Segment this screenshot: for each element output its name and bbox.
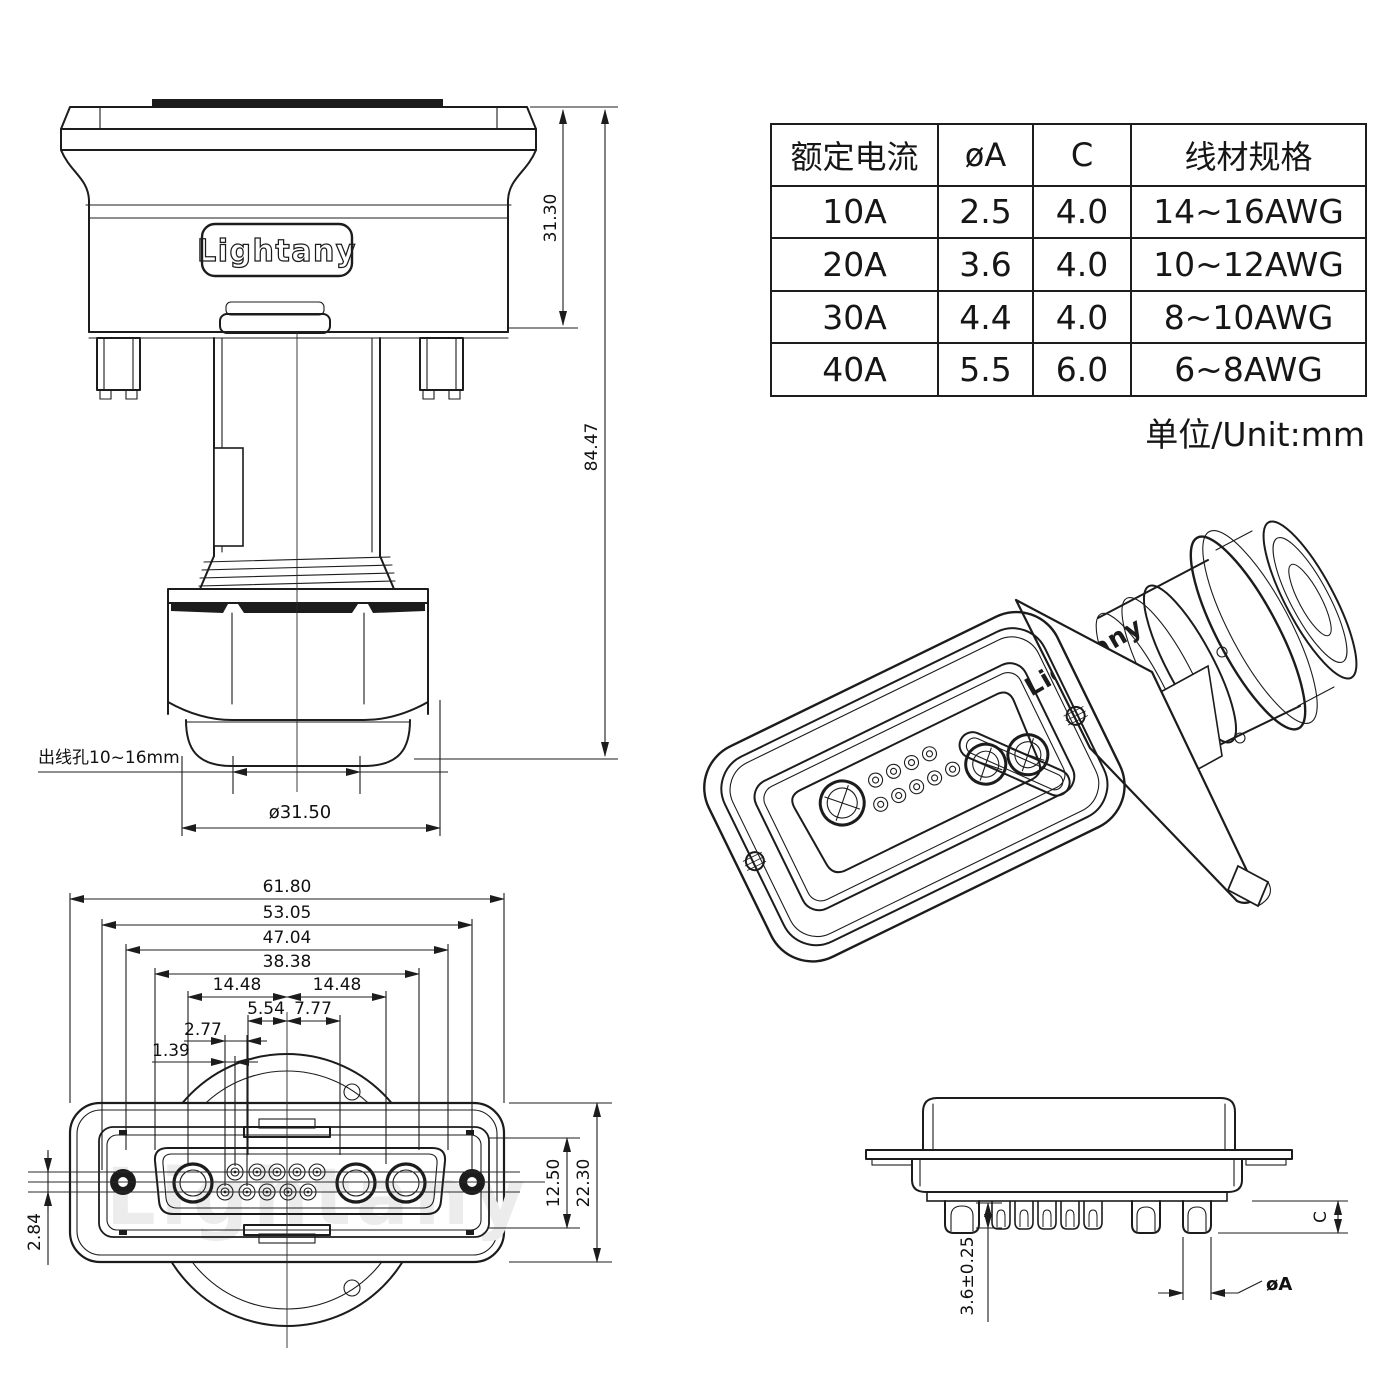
cell-wire: 14~16AWG xyxy=(1130,184,1367,240)
cell-current: 20A xyxy=(770,237,939,292)
dim-gland-diameter: ø31.50 xyxy=(269,802,332,823)
isometric-view: Lightany xyxy=(703,520,1358,963)
cell-wire: 8~10AWG xyxy=(1130,289,1367,345)
cell-wire: 10~12AWG xyxy=(1130,237,1367,292)
col-header-c: C xyxy=(1032,123,1132,187)
table-row: 10A 2.5 4.0 14~16AWG xyxy=(770,184,1367,240)
dim-p277: 2.77 xyxy=(184,1020,222,1040)
cell-current: 10A xyxy=(770,184,939,240)
dim-body-height: 22.30 xyxy=(574,1159,594,1208)
col-header-rated-current: 额定电流 xyxy=(770,123,939,187)
large-contacts xyxy=(172,1162,427,1204)
dim-p554: 5.54 xyxy=(247,999,285,1019)
dim-tail-depth: 3.6±0.25 xyxy=(958,1236,978,1315)
side-view: C øA 3.6±0.25 xyxy=(865,1097,1348,1322)
cell-dia: 3.6 xyxy=(937,237,1034,292)
iso-front-face xyxy=(703,610,1126,963)
iso-small-contacts xyxy=(868,746,961,812)
table-row: 30A 4.4 4.0 8~10AWG xyxy=(770,289,1367,345)
cell-c: 6.0 xyxy=(1032,342,1132,397)
dim-p139: 1.39 xyxy=(152,1041,190,1061)
cell-c: 4.0 xyxy=(1032,184,1132,240)
dim-cup-depth: C xyxy=(1311,1211,1331,1223)
dim-w3: 47.04 xyxy=(263,928,312,948)
dim-w4: 38.38 xyxy=(263,952,312,972)
elevation-dimensions: 31.30 84.47 出线孔10~16mm ø31.50 xyxy=(38,106,618,836)
unit-note: 单位/Unit:mm xyxy=(1145,415,1365,454)
cell-wire: 6~8AWG xyxy=(1130,342,1367,397)
dim-pitch-right: 14.48 xyxy=(313,975,362,995)
logo-text: Lightany xyxy=(197,234,357,269)
dim-p777: 7.77 xyxy=(294,999,332,1019)
dim-row-stagger: 2.84 xyxy=(25,1213,45,1251)
cell-c: 4.0 xyxy=(1032,237,1132,292)
mounting-feet xyxy=(96,337,464,400)
dim-pitch-left: 14.48 xyxy=(213,975,262,995)
cable-hole-label: 出线孔10~16mm xyxy=(38,748,180,768)
spec-table-header-row: 额定电流 øA C 线材规格 xyxy=(770,123,1367,187)
col-header-dia-a: øA xyxy=(937,123,1034,187)
logo-plate xyxy=(200,222,354,278)
front-view-dimensions: 61.80 53.05 47.04 38.38 14.48 14.48 5.5 xyxy=(25,877,612,1265)
cell-c: 4.0 xyxy=(1032,289,1132,345)
dim-w2: 53.05 xyxy=(263,903,312,923)
dim-upper-height: 31.30 xyxy=(541,194,561,243)
cell-dia: 2.5 xyxy=(937,184,1034,240)
cell-current: 30A xyxy=(770,289,939,345)
cell-current: 40A xyxy=(770,342,939,397)
col-header-wire-gauge: 线材规格 xyxy=(1130,123,1367,187)
dim-contact-dia: øA xyxy=(1266,1274,1292,1295)
dim-total-height: 84.47 xyxy=(582,423,602,472)
table-row: 20A 3.6 4.0 10~12AWG xyxy=(770,237,1367,292)
cell-dia: 5.5 xyxy=(937,342,1034,397)
dim-w1: 61.80 xyxy=(263,877,312,897)
dim-insert-height: 12.50 xyxy=(544,1159,564,1208)
elevation-view: Lightany xyxy=(38,99,618,836)
side-view-dimensions: C øA 3.6±0.25 xyxy=(958,1200,1348,1322)
cell-dia: 4.4 xyxy=(937,289,1034,345)
front-view: Lightany xyxy=(25,877,612,1348)
spec-table: 额定电流 øA C 线材规格 10A 2.5 4.0 14~16AWG 20A … xyxy=(770,123,1367,397)
solder-cups xyxy=(944,1200,1212,1234)
table-row: 40A 5.5 6.0 6~8AWG xyxy=(770,342,1367,397)
